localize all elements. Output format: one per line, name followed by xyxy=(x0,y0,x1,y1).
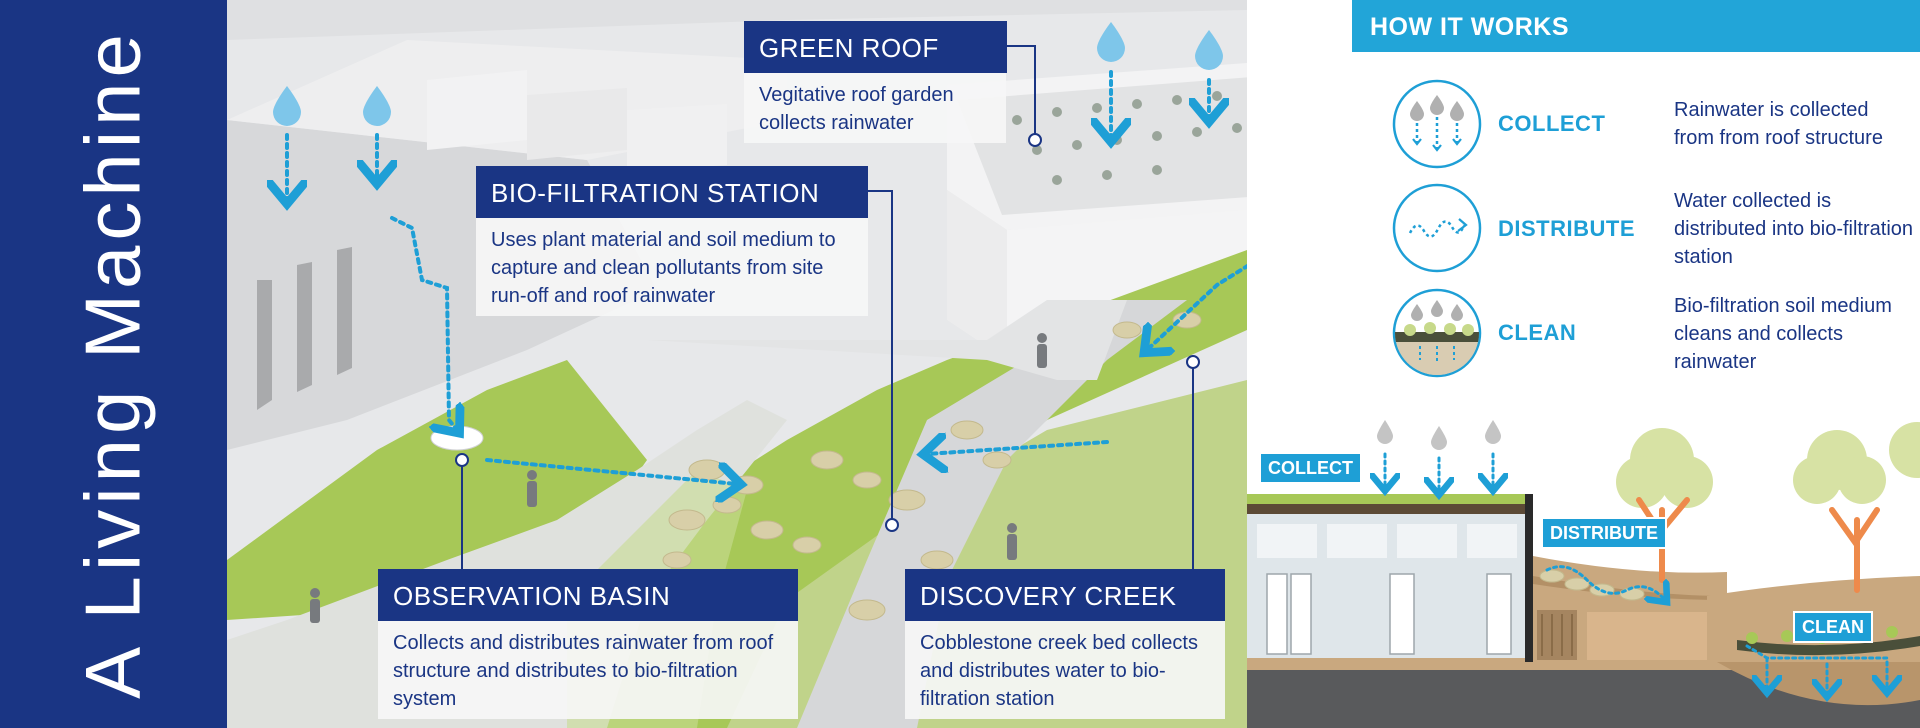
section-tag-distribute: DISTRIBUTE xyxy=(1541,517,1667,549)
section-tag-collect: COLLECT xyxy=(1259,452,1362,484)
side-title: A Living Machine xyxy=(68,29,157,699)
callout-discovery-creek: DISCOVERY CREEK Cobblestone creek bed co… xyxy=(905,569,1225,719)
step-clean-label: CLEAN xyxy=(1498,320,1577,345)
callout-bio-filtration: BIO-FILTRATION STATION Uses plant materi… xyxy=(476,166,868,316)
step-distribute-label: DISTRIBUTE xyxy=(1498,216,1635,241)
wave-distribute-icon xyxy=(1392,183,1482,273)
callout-title: GREEN ROOF xyxy=(744,21,1007,73)
how-it-works-header xyxy=(1352,0,1920,52)
soil-clean-icon xyxy=(1392,288,1482,378)
section-tag-clean: CLEAN xyxy=(1793,611,1873,643)
callout-text: Uses plant material and soil medium to c… xyxy=(476,218,868,316)
callout-text: Vegitative roof garden collects rainwate… xyxy=(744,73,1006,143)
step-collect-label: COLLECT xyxy=(1498,111,1606,136)
step-collect-text: Rainwater is collected from from roof st… xyxy=(1674,99,1883,149)
callout-title: DISCOVERY CREEK xyxy=(905,569,1225,621)
callout-title: OBSERVATION BASIN xyxy=(378,569,798,621)
step-distribute-text: Water collected is distributed into bio-… xyxy=(1674,190,1914,268)
callout-text: Cobblestone creek bed collects and distr… xyxy=(905,621,1225,719)
callout-title: BIO-FILTRATION STATION xyxy=(476,166,868,218)
how-it-works-title: HOW IT WORKS xyxy=(1370,13,1570,41)
side-title-band: A Living Machine xyxy=(0,0,227,728)
callout-text: Collects and distributes rainwater from … xyxy=(378,621,798,719)
rain-collect-icon xyxy=(1392,79,1482,169)
callout-green-roof: GREEN ROOF Vegitative roof garden collec… xyxy=(744,21,1007,143)
callout-observation-basin: OBSERVATION BASIN Collects and distribut… xyxy=(378,569,798,719)
step-clean-text: Bio-filtration soil medium cleans and co… xyxy=(1674,295,1892,373)
cross-section-illustration xyxy=(1247,400,1920,728)
